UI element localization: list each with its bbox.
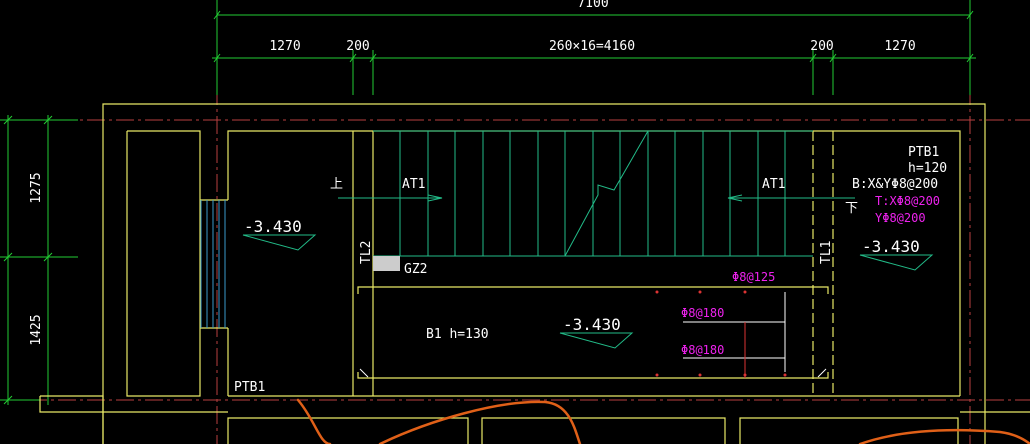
rebar-lines — [359, 292, 827, 378]
dim-tick-marks — [213, 10, 974, 20]
dim-tick-marks — [3, 115, 53, 405]
label-at1-left: AT1 — [402, 177, 425, 192]
dim-left-bottom: 1425 — [29, 314, 44, 345]
label-tl1: TL1 — [819, 241, 834, 264]
elevation-triangle-left — [242, 234, 317, 251]
lower-room-outline — [481, 417, 726, 444]
rebar-180-upper: Φ8@180 — [681, 306, 724, 320]
dim-left-top: 1275 — [29, 172, 44, 203]
stair-break-line — [564, 130, 649, 257]
dim-overall: 7100 — [577, 0, 608, 11]
column-gz2 — [373, 256, 400, 271]
rebar-top-x: T:XΦ8@200 — [875, 194, 940, 208]
lower-room-outline — [227, 417, 469, 444]
rebar-dot — [783, 373, 787, 377]
elevation-triangle-right — [859, 254, 934, 271]
label-tl2: TL2 — [359, 241, 374, 264]
down-arrow-head — [727, 194, 743, 202]
markup-annotations — [296, 398, 1030, 444]
elevation-center: -3.430 — [563, 315, 621, 334]
dim-seg3: 260×16=4160 — [549, 39, 635, 54]
rebar-hook — [817, 368, 827, 378]
rebar-top-y: YΦ8@200 — [875, 211, 926, 225]
label-h120: h=120 — [908, 161, 947, 176]
rebar-dot — [655, 290, 659, 294]
elevation-markers — [242, 234, 934, 349]
label-bxy-rebar: B:X&YΦ8@200 — [852, 177, 938, 192]
wall-line — [40, 395, 104, 444]
wall-outlines — [39, 103, 1030, 444]
inner-wall-line — [227, 130, 961, 396]
rebar-dot — [655, 373, 659, 377]
markup-stroke — [378, 400, 582, 444]
label-ptb1-bottom: PTB1 — [234, 380, 265, 395]
up-arrow-head — [427, 194, 443, 202]
markup-stroke — [858, 428, 1030, 444]
rebar-hook — [359, 368, 369, 378]
dim-tick-marks — [213, 53, 974, 63]
label-up: 上 — [330, 177, 343, 192]
label-ptb1-right: PTB1 — [908, 145, 939, 160]
elevation-left: -3.430 — [244, 217, 302, 236]
markup-stroke — [296, 398, 332, 444]
walk-direction-arrows — [338, 194, 855, 202]
elevation-triangle-center — [559, 332, 634, 349]
dim-seg2: 200 — [346, 39, 369, 54]
rebar-dots — [655, 290, 787, 377]
slab-b1-bottom-edge — [357, 372, 829, 379]
dim-seg1: 1270 — [269, 39, 300, 54]
label-down: 下 — [845, 201, 858, 216]
dim-seg4: 200 — [810, 39, 833, 54]
rebar-125: Φ8@125 — [732, 270, 775, 284]
wall-opening — [200, 200, 226, 328]
rebar-180-lower: Φ8@180 — [681, 343, 724, 357]
label-b1: B1 h=130 — [426, 327, 489, 342]
slab-b1-top-edge — [357, 286, 829, 294]
outer-wall-line — [102, 103, 986, 444]
top-dimension-chain — [212, 0, 976, 95]
rebar-dot — [698, 373, 702, 377]
rebar-dot — [743, 290, 747, 294]
stair-treads — [373, 130, 813, 257]
label-gz2: GZ2 — [404, 262, 427, 277]
elevation-right: -3.430 — [862, 237, 920, 256]
rebar-dot — [698, 290, 702, 294]
left-dimension-chain — [0, 115, 78, 405]
dim-seg5: 1270 — [884, 39, 915, 54]
wall-line — [39, 396, 228, 413]
left-room-outline — [126, 130, 201, 397]
label-at1-right: AT1 — [762, 177, 785, 192]
